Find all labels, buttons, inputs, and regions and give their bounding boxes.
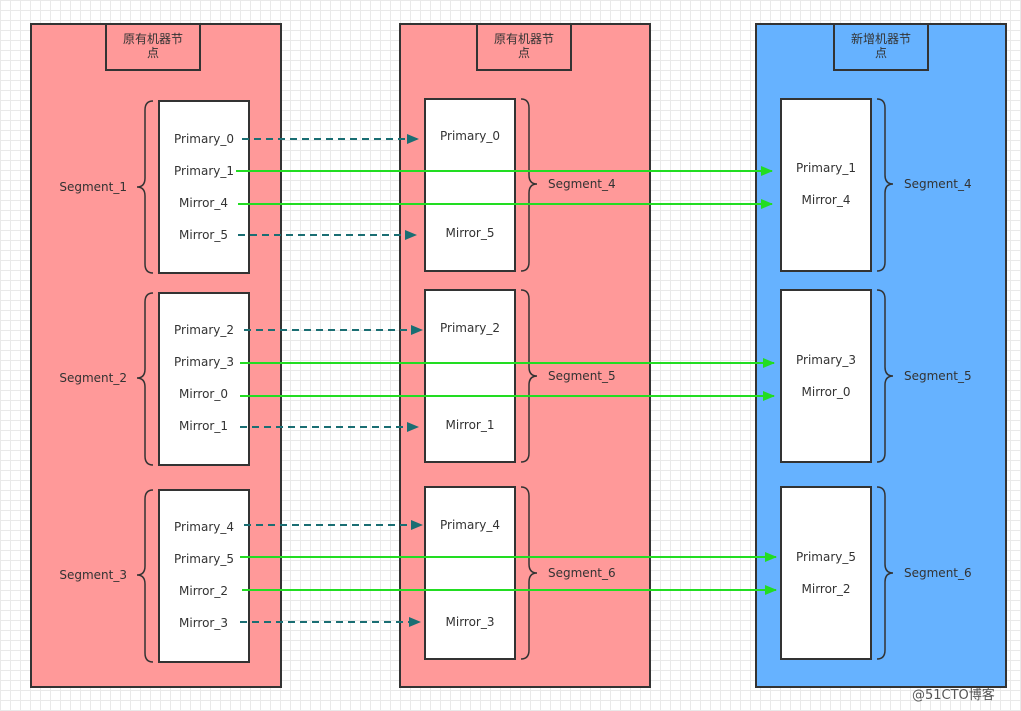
node-title: 新增机器节点 xyxy=(833,23,929,71)
brace xyxy=(520,98,538,272)
node-title-line1: 原有机器节 xyxy=(493,32,554,46)
instance-label: Mirror_4 xyxy=(179,196,228,210)
instance-label: Primary_3 xyxy=(795,353,857,367)
segment-label: Segment_2 xyxy=(59,371,127,385)
instance-label: Mirror_5 xyxy=(179,228,228,242)
instance-label: Primary_1 xyxy=(795,161,857,175)
brace xyxy=(136,292,154,466)
node-title-line2: 点 xyxy=(517,46,530,60)
segment-box xyxy=(158,489,250,663)
instance-label: Primary_0 xyxy=(173,132,234,146)
instance-label: Primary_2 xyxy=(439,321,501,335)
segment-label: Segment_3 xyxy=(59,568,127,582)
segment-box xyxy=(424,98,516,272)
segment-label: Segment_1 xyxy=(59,180,127,194)
instance-label: Mirror_4 xyxy=(801,193,851,207)
instance-label: Mirror_2 xyxy=(179,584,228,598)
instance-label: Mirror_3 xyxy=(179,616,228,630)
brace xyxy=(520,289,538,463)
brace xyxy=(136,100,154,274)
segment-label: Segment_4 xyxy=(548,177,616,191)
segment-box xyxy=(424,486,516,660)
segment-box xyxy=(780,486,872,660)
instance-label: Primary_5 xyxy=(173,552,234,566)
instance-label: Mirror_0 xyxy=(801,385,851,399)
instance-label: Primary_0 xyxy=(439,129,501,143)
instance-label: Primary_4 xyxy=(173,520,234,534)
instance-label: Primary_1 xyxy=(173,164,234,178)
node-title: 原有机器节点 xyxy=(105,23,201,71)
segment-label: Segment_4 xyxy=(904,177,972,191)
node-title-line2: 点 xyxy=(146,46,159,60)
segment-box xyxy=(158,100,250,274)
instance-label: Primary_2 xyxy=(173,323,234,337)
brace xyxy=(876,289,894,463)
node-title-line2: 点 xyxy=(874,46,887,60)
segment-box xyxy=(780,98,872,272)
segment-label: Segment_5 xyxy=(548,369,616,383)
instance-label: Mirror_5 xyxy=(445,226,495,240)
brace xyxy=(876,98,894,272)
instance-label: Mirror_1 xyxy=(179,419,228,433)
segment-box xyxy=(158,292,250,466)
instance-label: Mirror_3 xyxy=(445,615,495,629)
segment-label: Segment_6 xyxy=(548,566,616,580)
node-title-line1: 新增机器节 xyxy=(850,32,911,46)
instance-label: Primary_4 xyxy=(439,518,501,532)
brace xyxy=(520,486,538,660)
instance-label: Primary_5 xyxy=(795,550,857,564)
segment-label: Segment_6 xyxy=(904,566,972,580)
instance-label: Mirror_2 xyxy=(801,582,851,596)
instance-label: Mirror_1 xyxy=(445,418,495,432)
segment-box xyxy=(780,289,872,463)
segment-box xyxy=(424,289,516,463)
segment-label: Segment_5 xyxy=(904,369,972,383)
instance-label: Mirror_0 xyxy=(179,387,228,401)
node-title: 原有机器节点 xyxy=(476,23,572,71)
node-title-line1: 原有机器节 xyxy=(122,32,183,46)
instance-label: Primary_3 xyxy=(173,355,234,369)
watermark: @51CTO博客 xyxy=(912,688,995,703)
brace xyxy=(876,486,894,660)
brace xyxy=(136,489,154,663)
